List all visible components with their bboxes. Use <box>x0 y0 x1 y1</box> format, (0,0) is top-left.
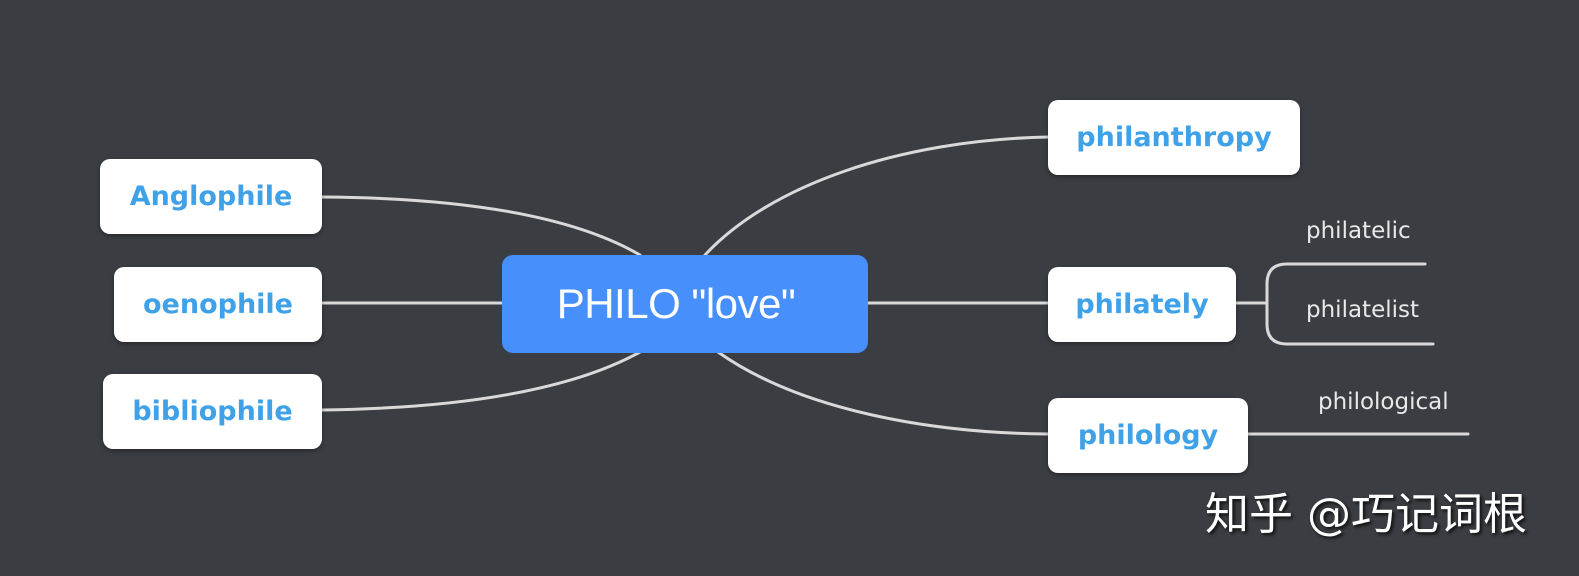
connector-anglophile <box>320 195 642 257</box>
bracket-philatelic <box>1265 262 1427 305</box>
node-bibliophile[interactable]: bibliophile <box>103 374 322 449</box>
connector-philology <box>716 350 1050 436</box>
node-philology[interactable]: philology <box>1048 398 1248 473</box>
subtopic-philological[interactable]: philological <box>1318 389 1449 415</box>
node-label: philately <box>1075 289 1209 320</box>
node-anglophile[interactable]: Anglophile <box>100 159 322 234</box>
connector-philanthropy <box>703 135 1050 257</box>
node-philately[interactable]: philately <box>1048 267 1236 342</box>
node-label: Anglophile <box>129 181 293 212</box>
subtopic-philatelist[interactable]: philatelist <box>1306 297 1420 323</box>
subtopic-philatelic[interactable]: philatelic <box>1306 218 1411 244</box>
node-label: philology <box>1077 420 1219 451</box>
node-label: philanthropy <box>1076 122 1272 153</box>
watermark: 知乎 @巧记词根 <box>1205 489 1527 540</box>
central-topic-philo[interactable]: PHILO "love" <box>502 255 868 353</box>
connector-bibliophile <box>320 350 642 412</box>
node-label: bibliophile <box>132 396 293 427</box>
node-oenophile[interactable]: oenophile <box>114 267 322 342</box>
node-label: oenophile <box>142 289 293 320</box>
node-philanthropy[interactable]: philanthropy <box>1048 100 1300 175</box>
central-topic-label: PHILO "love" <box>556 280 796 327</box>
bracket-philatelist <box>1265 301 1435 346</box>
